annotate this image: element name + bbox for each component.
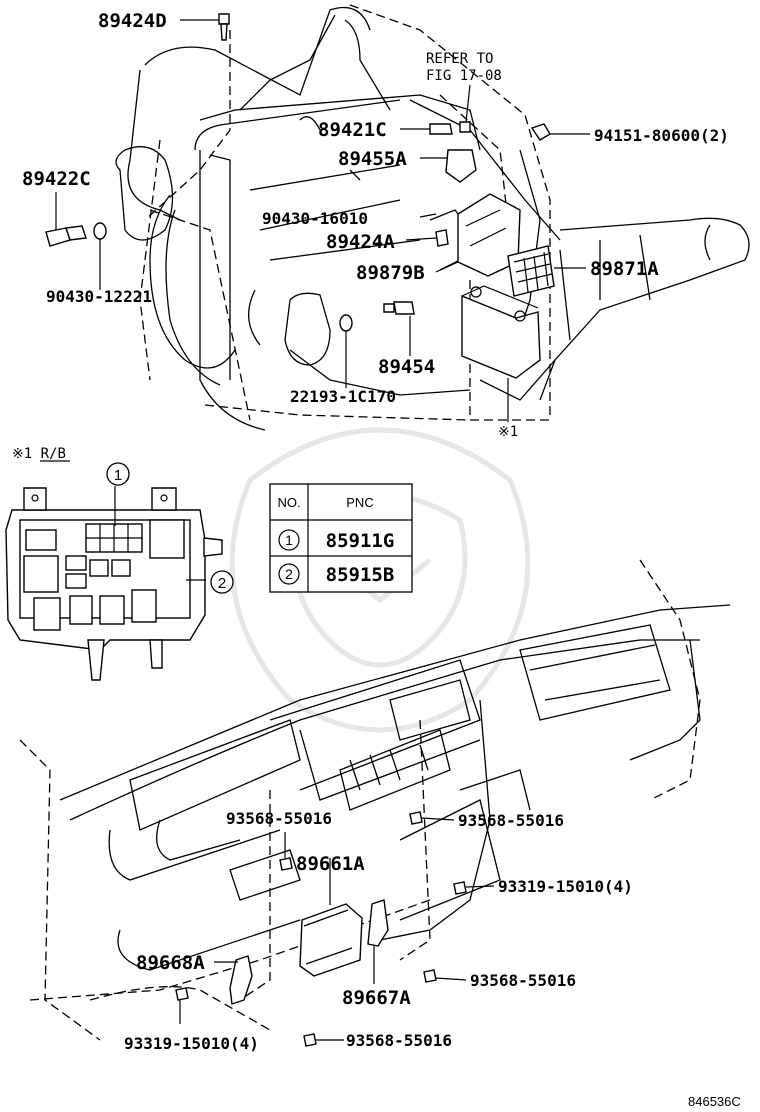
ecu-box	[461, 285, 541, 422]
label-89661a: 89661A	[296, 853, 365, 875]
pnc-row-2-no: 2	[285, 566, 293, 582]
label-22193-1c170: 22193-1C170	[290, 387, 396, 406]
label-93568-55016-d: 93568-55016	[346, 1031, 452, 1050]
screws-dashboard	[175, 811, 495, 1047]
sensor-89424a	[405, 229, 449, 247]
label-90430-16010: 90430-16010	[262, 209, 368, 228]
sensor-89455a	[420, 149, 477, 183]
relay-block	[5, 486, 223, 681]
sensor-89421c	[400, 84, 471, 135]
label-refer-to: REFER TO	[426, 51, 493, 67]
label-89871a: 89871A	[590, 258, 659, 280]
label-89668a: 89668A	[136, 952, 205, 974]
pnc-header-no: NO.	[277, 495, 300, 510]
pnc-header-pnc: PNC	[346, 495, 373, 510]
bolt-94151	[530, 123, 590, 141]
label-93319-15010-a: 93319-15010(4)	[498, 877, 633, 896]
pnc-row-1-value: 85911G	[326, 530, 395, 552]
label-note-1: ※1	[498, 424, 518, 440]
pnc-table: NO. PNC 1 85911G 2 85915B	[269, 483, 413, 593]
engine-outline	[115, 6, 750, 431]
label-89422c: 89422C	[22, 168, 91, 190]
callout-2-text: 2	[218, 575, 226, 592]
callout-2: 2	[210, 570, 234, 594]
bracket-89667a	[367, 899, 389, 984]
label-93568-55016-a: 93568-55016	[226, 809, 332, 828]
label-89879b: 89879B	[356, 262, 425, 284]
sensor-89454	[383, 301, 415, 356]
leader-90430-16010	[419, 213, 437, 218]
label-89421c: 89421C	[318, 119, 387, 141]
pnc-row-2-value: 85915B	[326, 564, 395, 586]
ecu-89661a	[299, 858, 363, 977]
dashboard-outline	[59, 604, 731, 971]
callout-1: 1	[106, 462, 130, 486]
label-89424a: 89424A	[326, 231, 395, 253]
label-94151-80600: 94151-80600(2)	[594, 126, 729, 145]
connector-89871a	[507, 245, 586, 297]
bracket-89668a	[214, 955, 253, 1005]
label-fig-17-08: FIG 17-08	[426, 68, 502, 84]
label-93319-15010-b: 93319-15010(4)	[124, 1034, 259, 1053]
part-labels: 89424D REFER TO FIG 17-08 89421C 94151-8…	[12, 10, 741, 1109]
callout-1-text: 1	[114, 467, 122, 484]
figure-code: 846536C	[688, 1094, 741, 1109]
gasket-22193	[339, 314, 353, 388]
sensor-89422c	[45, 192, 107, 290]
label-93568-55016-b: 93568-55016	[458, 811, 564, 830]
sensor-89424d	[180, 13, 230, 41]
label-93568-55016-c: 93568-55016	[470, 971, 576, 990]
label-rb-title: ※1 R/B	[12, 446, 66, 462]
label-89667a: 89667A	[342, 987, 411, 1009]
pnc-row-1-no: 1	[285, 532, 293, 548]
label-90430-12221: 90430-12221	[46, 287, 152, 306]
bracket-89879b	[435, 193, 521, 277]
label-89454: 89454	[378, 356, 435, 378]
label-89424d: 89424D	[98, 10, 167, 32]
label-89455a: 89455A	[338, 148, 407, 170]
